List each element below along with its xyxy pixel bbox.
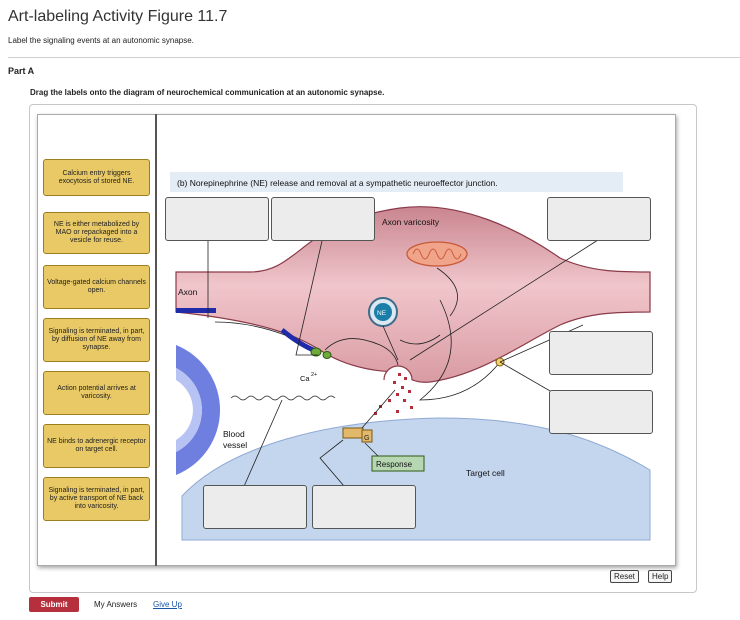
drop-zone-1[interactable]	[165, 197, 269, 241]
ne-label: NE	[377, 310, 387, 317]
blood-vessel-label-1: Blood	[223, 429, 245, 439]
give-up-link[interactable]: Give Up	[153, 600, 182, 609]
mitochondrion-cristae	[412, 248, 462, 260]
blood-vessel-lumen	[176, 368, 202, 452]
drag-label-ne-binds[interactable]: NE binds to adrenergic receptor on targe…	[43, 424, 150, 468]
axon-varicosity-label: Axon varicosity	[382, 217, 440, 227]
drop-zone-4[interactable]	[549, 331, 653, 375]
target-cell-label: Target cell	[466, 468, 505, 478]
submit-button[interactable]: Submit	[29, 597, 79, 612]
drag-label-calcium-entry[interactable]: Calcium entry triggers exocytosis of sto…	[43, 159, 150, 196]
response-box	[371, 455, 425, 472]
ne-vesicle-core	[374, 303, 392, 321]
diffusion-path	[230, 395, 336, 401]
drag-label-ne-metabolized[interactable]: NE is either metabolized by MAO or repac…	[43, 212, 150, 254]
drag-label-action-potential[interactable]: Action potential arrives at varicosity.	[43, 371, 150, 415]
calcium-label: Ca	[300, 374, 310, 383]
part-instruction: Drag the labels onto the diagram of neur…	[30, 88, 385, 97]
drag-label-calcium-channels[interactable]: Voltage-gated calcium channels open.	[43, 265, 150, 309]
header-divider	[8, 57, 740, 58]
page-subtitle: Label the signaling events at an autonom…	[8, 36, 194, 45]
help-button[interactable]: Help	[648, 570, 673, 583]
calcium-channel-2	[322, 351, 332, 359]
reset-button[interactable]: Reset	[610, 570, 639, 583]
drop-zone-5[interactable]	[549, 390, 653, 434]
page-title: Art-labeling Activity Figure 11.7	[8, 8, 228, 25]
axon-label: Axon	[178, 287, 198, 297]
pathway-arrows	[214, 267, 501, 457]
part-label: Part A	[8, 66, 35, 76]
drop-zone-6[interactable]	[203, 485, 307, 529]
caption-band	[170, 172, 623, 192]
axon-myelin	[176, 308, 216, 313]
diagram-caption: (b) Norepinephrine (NE) release and remo…	[177, 178, 498, 188]
drop-zone-7[interactable]	[312, 485, 416, 529]
g-protein-label: G	[364, 435, 369, 442]
drag-label-active-transport[interactable]: Signaling is terminated, in part, by act…	[43, 477, 150, 521]
label-bank-divider	[155, 114, 157, 566]
my-answers-label: My Answers	[94, 600, 138, 609]
drag-label-diffusion-termination[interactable]: Signaling is terminated, in part, by dif…	[43, 318, 150, 362]
blood-vessel	[176, 345, 221, 475]
blood-vessel-label-2: vessel	[223, 440, 247, 450]
drop-zone-3[interactable]	[547, 197, 651, 241]
calcium-charge-label: 2+	[311, 372, 317, 378]
axon-varicosity	[175, 206, 651, 383]
response-label: Response	[376, 460, 413, 469]
adrenergic-receptor	[342, 427, 364, 439]
g-protein	[361, 429, 373, 443]
drop-zone-2[interactable]	[271, 197, 375, 241]
calcium-channel	[310, 347, 322, 357]
